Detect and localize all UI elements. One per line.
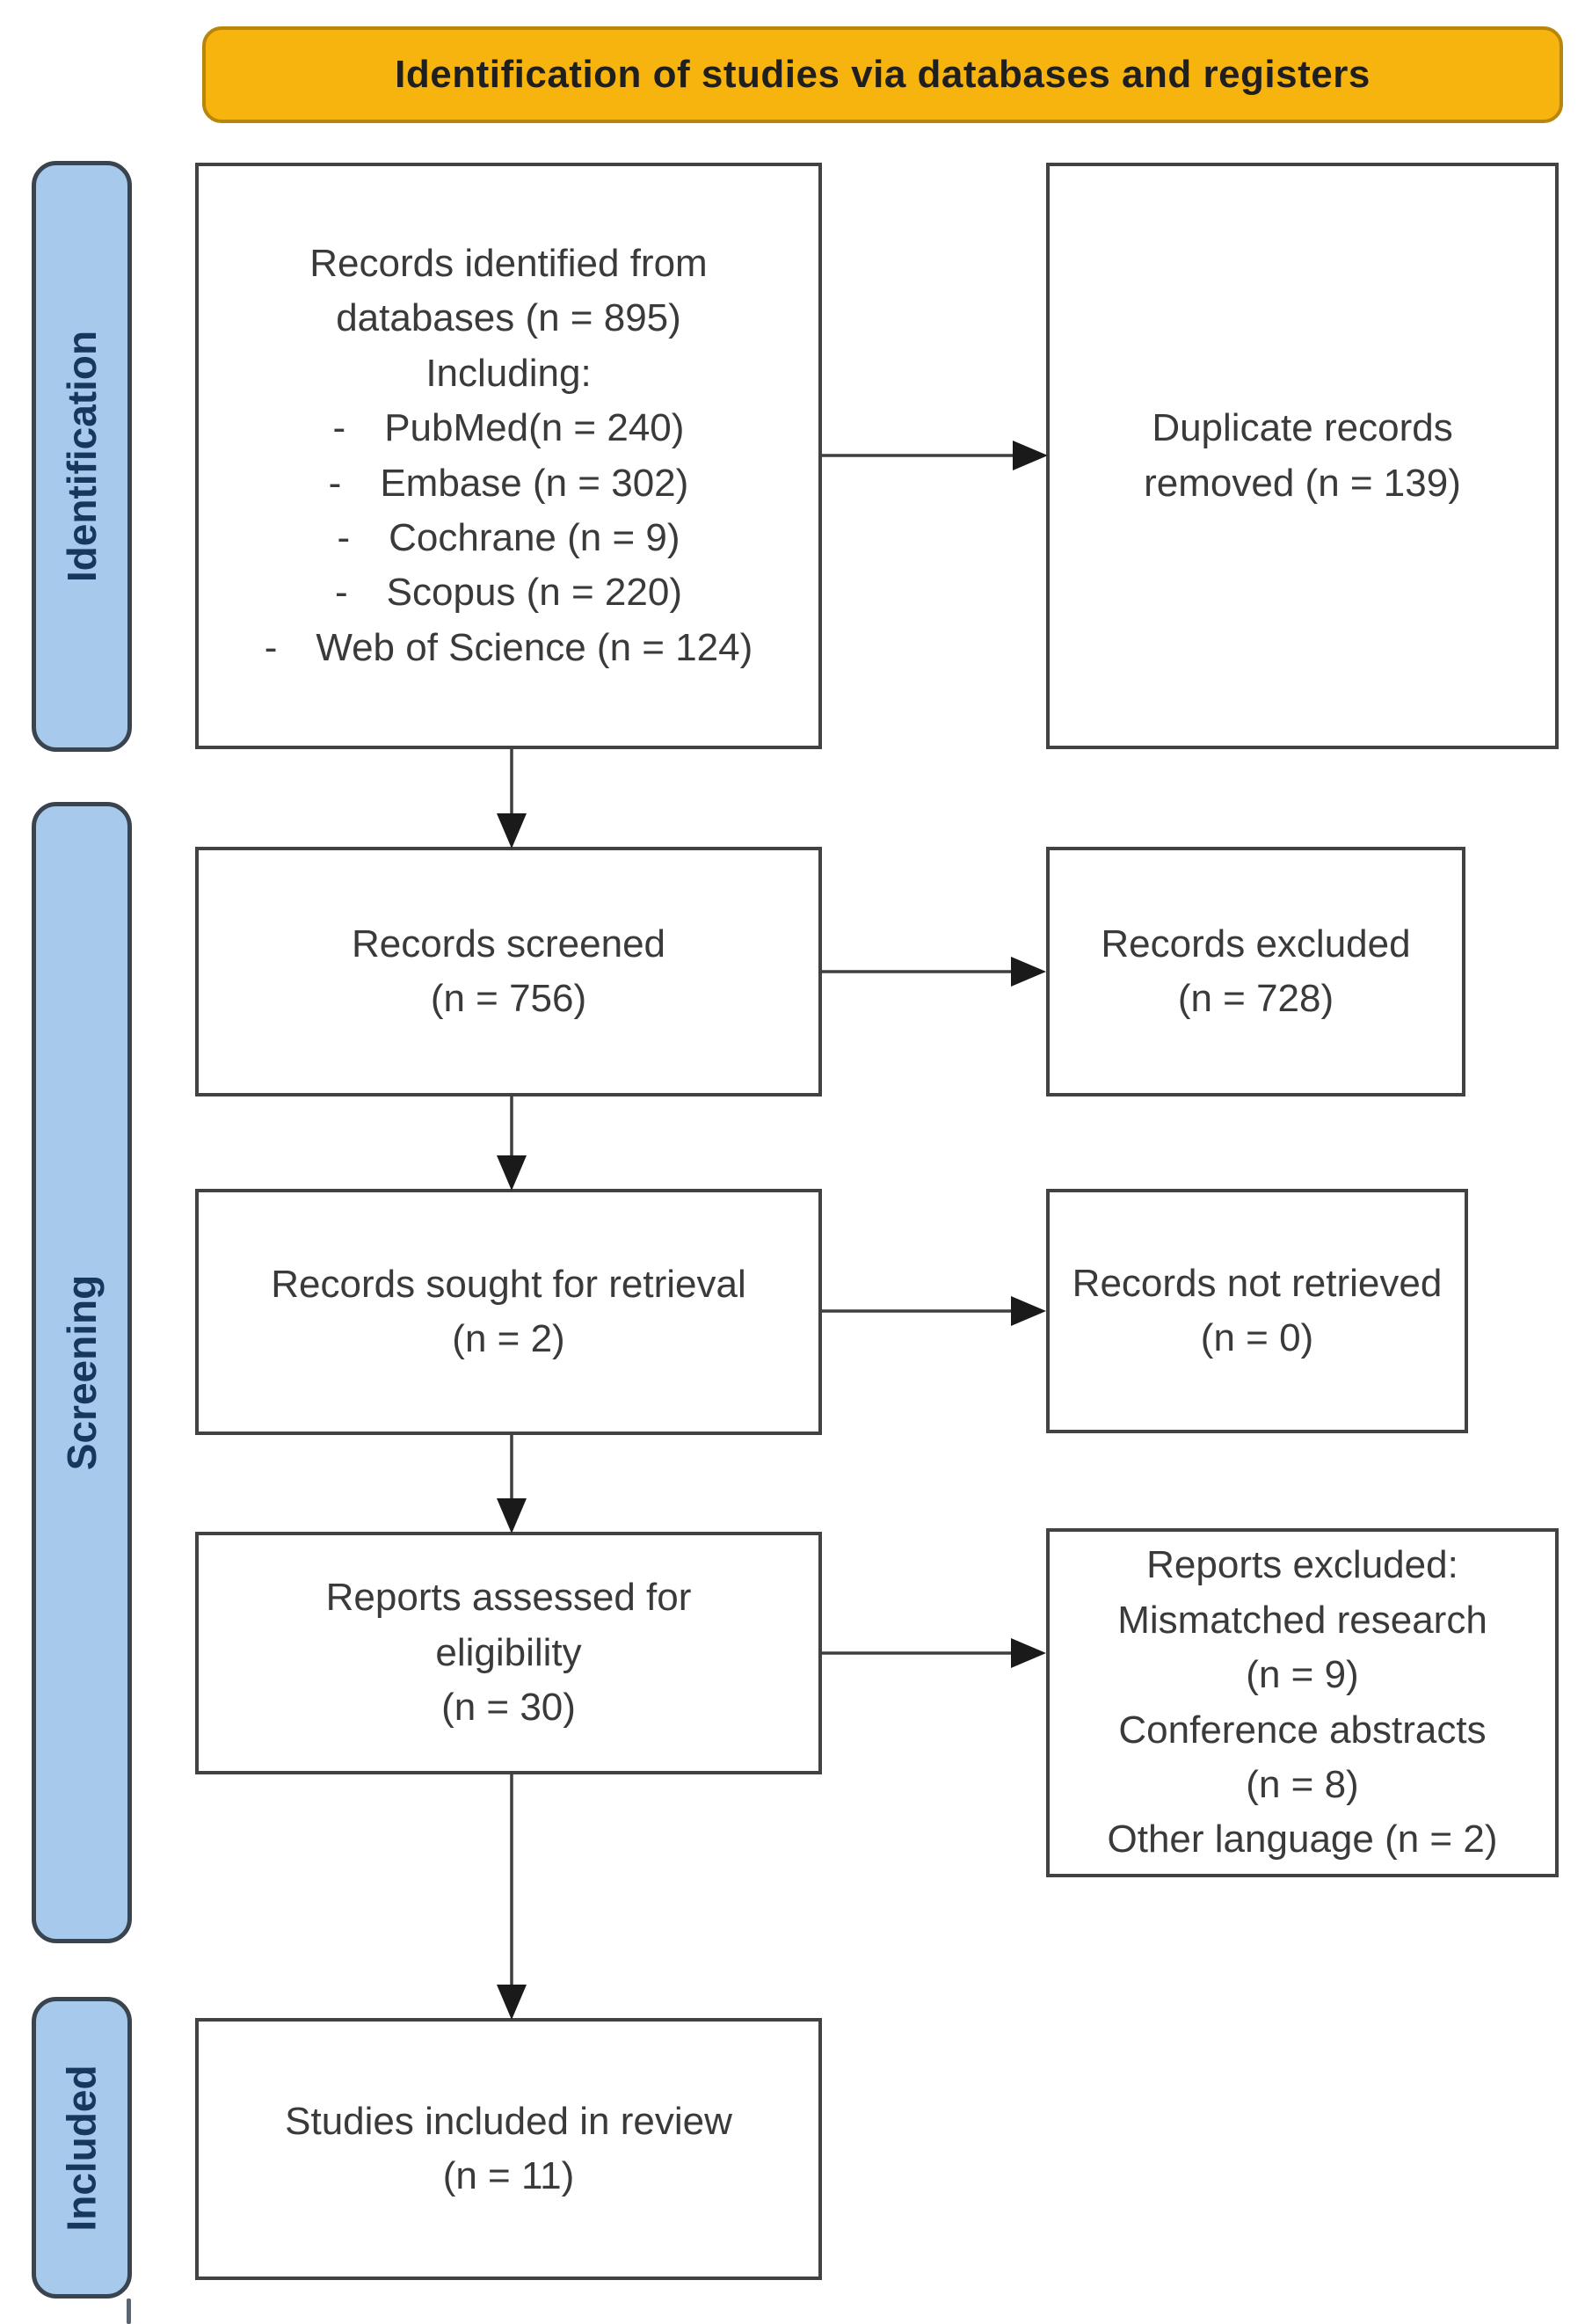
stage-bar-identification: Identification	[32, 161, 132, 752]
box-records-excluded: Records excluded (n = 728)	[1046, 847, 1465, 1096]
arrow-sought-to-not-retrieved	[822, 1296, 1046, 1326]
stage-bar-included: Included	[32, 1997, 132, 2299]
box-records-screened-text: Records screened (n = 756)	[351, 922, 666, 1020]
box-records-sought-retrieval: Records sought for retrieval (n = 2)	[195, 1189, 822, 1435]
box-reports-assessed: Reports assessed for eligibility (n = 30…	[195, 1532, 822, 1774]
box-reports-excluded: Reports excluded: Mismatched research (n…	[1046, 1528, 1559, 1877]
diagram-header-title: Identification of studies via databases …	[395, 53, 1371, 96]
arrow-identified-to-screened	[497, 749, 527, 849]
diagram-header-banner: Identification of studies via databases …	[202, 26, 1563, 123]
arrow-sought-to-assessed	[497, 1435, 527, 1534]
arrow-screened-to-sought	[497, 1096, 527, 1191]
arrow-identified-to-duplicates	[822, 441, 1048, 470]
box-records-identified-text: Records identified from databases (n = 8…	[264, 241, 753, 669]
box-reports-assessed-text: Reports assessed for eligibility (n = 30…	[325, 1576, 692, 1730]
stage-label-identification: Identification	[59, 330, 105, 583]
box-records-not-retrieved: Records not retrieved (n = 0)	[1046, 1189, 1468, 1433]
arrow-screened-to-excluded	[822, 957, 1046, 987]
stage-label-screening: Screening	[59, 1274, 105, 1471]
box-records-screened: Records screened (n = 756)	[195, 847, 822, 1096]
box-records-identified: Records identified from databases (n = 8…	[195, 163, 822, 749]
box-records-excluded-text: Records excluded (n = 728)	[1101, 922, 1411, 1020]
box-duplicate-records-removed: Duplicate records removed (n = 139)	[1046, 163, 1559, 749]
box-studies-included-text: Studies included in review (n = 11)	[285, 2099, 732, 2197]
arrow-assessed-to-reports-excluded	[822, 1638, 1046, 1668]
cropped-line-artifact	[127, 2299, 131, 2324]
stage-bar-screening: Screening	[32, 802, 132, 1943]
box-records-not-retrieved-text: Records not retrieved (n = 0)	[1072, 1261, 1443, 1359]
box-records-sought-retrieval-text: Records sought for retrieval (n = 2)	[271, 1262, 746, 1360]
box-studies-included: Studies included in review (n = 11)	[195, 2018, 822, 2280]
stage-label-included: Included	[59, 2064, 105, 2232]
box-reports-excluded-text: Reports excluded: Mismatched research (n…	[1107, 1543, 1498, 1861]
box-duplicate-records-removed-text: Duplicate records removed (n = 139)	[1144, 406, 1461, 505]
arrow-assessed-to-studies-included	[497, 1774, 527, 2020]
